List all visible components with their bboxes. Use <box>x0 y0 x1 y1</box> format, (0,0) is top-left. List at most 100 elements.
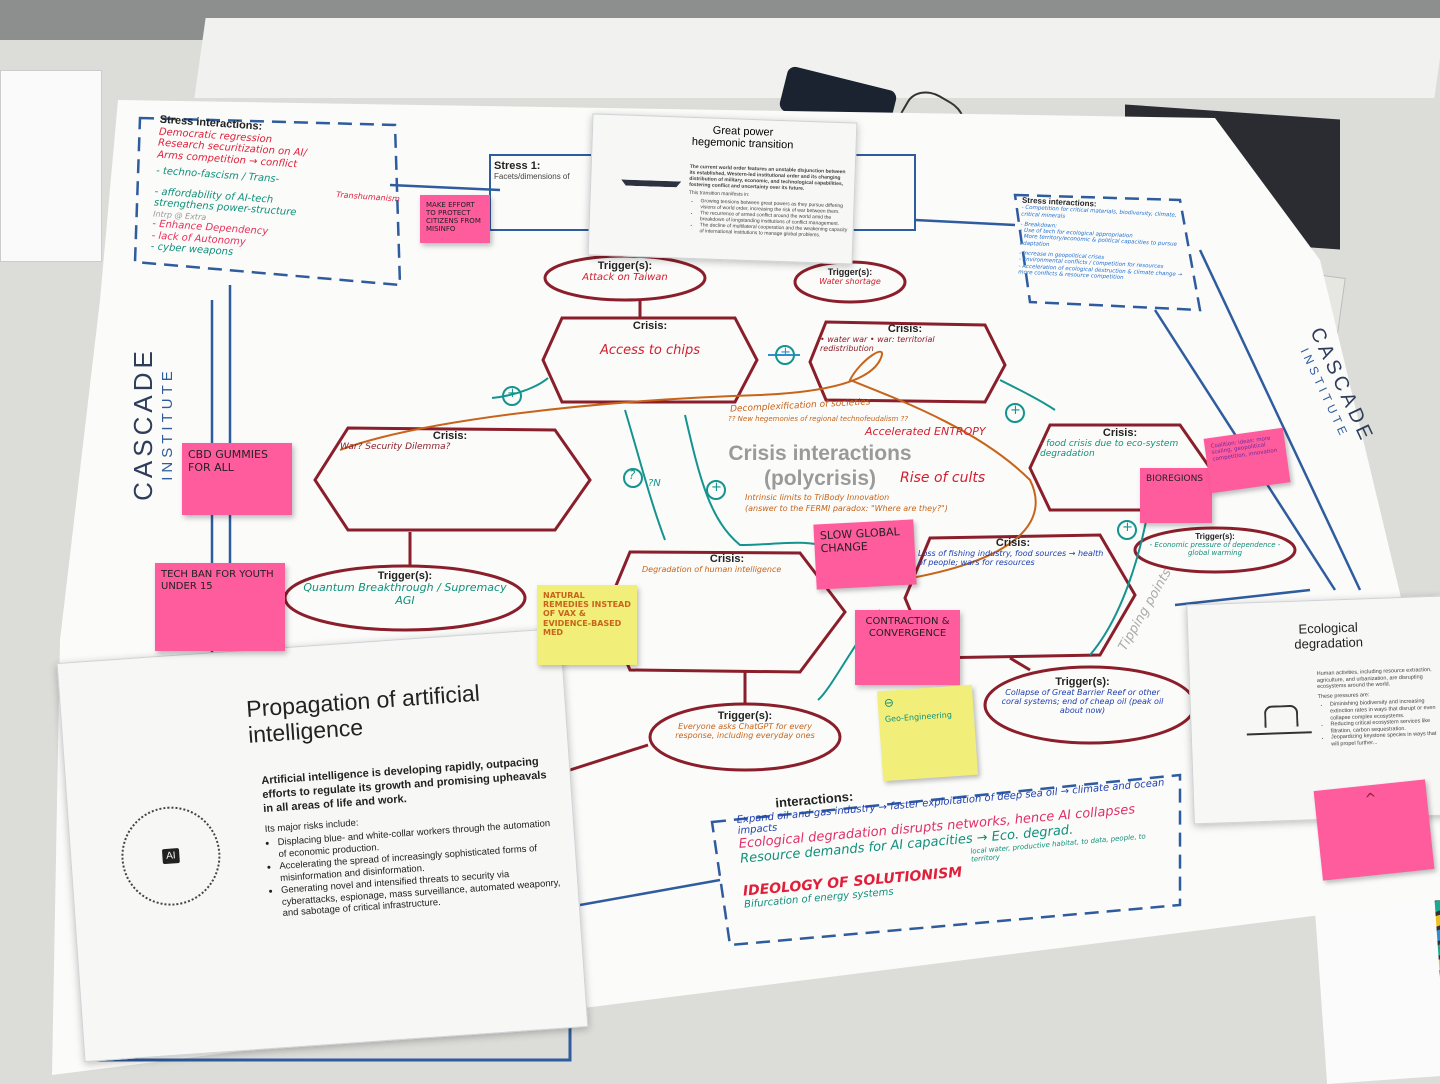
sticky-note[interactable]: Make effort to protect citizens from mis… <box>420 195 490 243</box>
crisis-label: Crisis: <box>632 320 668 332</box>
crisis-label: Crisis: <box>432 430 468 442</box>
crisis-4: Crisis: Degradation of human intelligenc… <box>642 553 812 574</box>
trigger-text: Water shortage <box>819 277 881 286</box>
sticky-note[interactable]: Bioregions <box>1140 468 1212 523</box>
teal-link-3 <box>684 414 821 547</box>
trigger-label: Trigger(s): <box>1055 676 1110 688</box>
plus-circle-2 <box>775 345 795 365</box>
crisis-2: Crisis: • water war • war: territorial r… <box>820 323 990 353</box>
stress1-label: Stress 1: Facets/dimensions of <box>494 160 570 181</box>
plus-sign: + <box>711 480 722 495</box>
card-body-text: The current world order features an unst… <box>689 163 846 192</box>
trigger-text: Everyone asks ChatGPT for every response… <box>675 722 815 741</box>
crisis-text: War? Security Dilemma? <box>340 442 451 452</box>
sticky-note[interactable]: Tech Ban for youth under 15 <box>155 563 285 651</box>
crisis-hex-1 <box>541 316 759 404</box>
trigger-ellipse-6 <box>1133 526 1297 574</box>
trigger-text: Attack on Taiwan <box>582 272 668 283</box>
crisis-label: Crisis: <box>995 537 1031 549</box>
arrow-top-right <box>914 218 1016 227</box>
logo-text: CASCADE <box>128 347 158 501</box>
plus-sign: + <box>780 345 791 360</box>
crisis-label: Crisis: <box>887 323 923 335</box>
center-note: Rise of cults <box>900 470 986 486</box>
trigger-5: Trigger(s): Collapse of Great Barrier Re… <box>995 676 1170 716</box>
stress-interactions-left-box <box>133 116 402 287</box>
sticky-note[interactable]: Coalition: ideas: more scaling, geopolit… <box>1203 427 1291 494</box>
trigger-1: Trigger(s): Attack on Taiwan <box>565 260 685 284</box>
crisis-1: Crisis: Access to chips <box>560 320 740 359</box>
sticky-text: Geo-Engineering <box>884 710 953 724</box>
sticky-note[interactable]: ⊖ Geo-Engineering <box>876 684 979 782</box>
orange-loop <box>339 350 1037 581</box>
trigger-ellipse-3 <box>283 564 527 632</box>
minus-circle-icon: ⊖ <box>883 695 895 710</box>
sticky-note[interactable]: Contraction & Convergence <box>855 610 960 685</box>
trigger-text: - Economic pressure of dependence - glob… <box>1149 541 1281 558</box>
ai-chip-label: AI <box>161 848 181 865</box>
sticky-note[interactable]: Natural remedies instead of vax & eviden… <box>537 585 637 665</box>
crisis-text: Access to chips <box>599 343 701 358</box>
card-title: Ecological degradation <box>1294 619 1364 652</box>
arrow-into-trigger4 <box>569 743 649 772</box>
crisis-label: Crisis: <box>1102 427 1138 439</box>
trigger-6: Trigger(s): - Economic pressure of depen… <box>1145 532 1285 557</box>
card-body: Human activities, including resource ext… <box>1317 667 1440 749</box>
plus-circle-3 <box>706 480 726 500</box>
logo-subtext: INSTITUTE <box>159 367 176 481</box>
link-note: ?N <box>648 478 661 489</box>
sticky-note[interactable]: Slow global change <box>813 519 917 590</box>
card-risk-item: Jeopardizing keystone species in ways th… <box>1331 731 1440 748</box>
ai-brain-icon: AI <box>118 803 224 909</box>
stress-interactions-right-box <box>1013 193 1202 312</box>
card-title: Great power hegemonic transition <box>691 124 794 152</box>
center-title: Crisis interactions <box>728 442 912 465</box>
crisis-hex-2 <box>808 320 1007 404</box>
sticky-note[interactable]: ^ <box>1313 779 1435 881</box>
plus-sign: + <box>507 386 518 401</box>
frame-right <box>1174 588 1311 607</box>
trigger-label: Trigger(s): <box>827 267 873 277</box>
card-body-text: Human activities, including resource ext… <box>1316 666 1432 691</box>
stress1-subtitle: Facets/dimensions of <box>494 172 570 181</box>
center-subtitle: (polycrisis) <box>763 467 877 491</box>
crisis-3: Crisis: War? Security Dilemma? <box>340 430 560 452</box>
trigger-2: Trigger(s): Water shortage <box>805 267 895 286</box>
arrow-top <box>389 183 501 192</box>
trigger-text: Collapse of Great Barrier Reef or other … <box>1001 688 1164 716</box>
crisis-text: - food crisis due to eco-system degradat… <box>1040 439 1179 460</box>
crisis-label: Crisis: <box>709 553 745 565</box>
teal-link-6 <box>999 379 1056 411</box>
ai-card: Propagation of artificial intelligence A… <box>56 627 589 1063</box>
sticky-note[interactable]: CBD Gummies for All <box>182 443 292 515</box>
trigger-label: Trigger(s): <box>597 260 653 272</box>
arrow-bottom-left <box>579 878 721 907</box>
center-note: ?? New hegemonies of regional technofeud… <box>728 415 909 423</box>
trigger-text: Quantum Breakthrough / Supremacy AGI <box>303 581 507 607</box>
stress-interactions-right: Stress interactions: - Competition for c… <box>1018 196 1192 285</box>
crisis-hex-3 <box>313 426 592 532</box>
arrow-right-down <box>1198 249 1362 591</box>
trigger-3: Trigger(s): Quantum Breakthrough / Supre… <box>295 570 515 607</box>
crisis-text: • water war • war: territorial redistrib… <box>820 335 935 354</box>
crisis-5: Crisis: Loss of fishing industry, food s… <box>918 537 1108 567</box>
plus-sign: + <box>1010 403 1021 418</box>
stress1-title: Stress 1: <box>494 160 541 172</box>
stress-interactions-bottom-box <box>710 773 1182 947</box>
teal-link-2 <box>624 409 666 541</box>
card-body: Artificial intelligence is developing ra… <box>261 755 565 921</box>
warship-icon <box>621 175 681 187</box>
trigger-label: Trigger(s): <box>1195 532 1235 541</box>
question-sign: ? <box>629 468 636 482</box>
teal-link-1 <box>491 377 549 399</box>
trigger-4: Trigger(s): Everyone asks ChatGPT for ev… <box>660 710 830 740</box>
arrow-trigger5-crisis <box>1009 656 1031 672</box>
trigger-label: Trigger(s): <box>377 570 433 582</box>
center-note: Accelerated ENTROPY <box>865 425 986 438</box>
great-power-card: Great power hegemonic transition The cur… <box>587 113 858 265</box>
crisis-interactions-heading: Crisis interactions (polycrisis) <box>690 441 950 491</box>
card-title: Propagation of artificial intelligence <box>245 679 481 749</box>
cascade-logo-left: CASCADE INSTITUTE <box>128 324 176 524</box>
plus-sign: + <box>1122 520 1133 535</box>
card-body: The current world order features an unst… <box>687 164 851 240</box>
